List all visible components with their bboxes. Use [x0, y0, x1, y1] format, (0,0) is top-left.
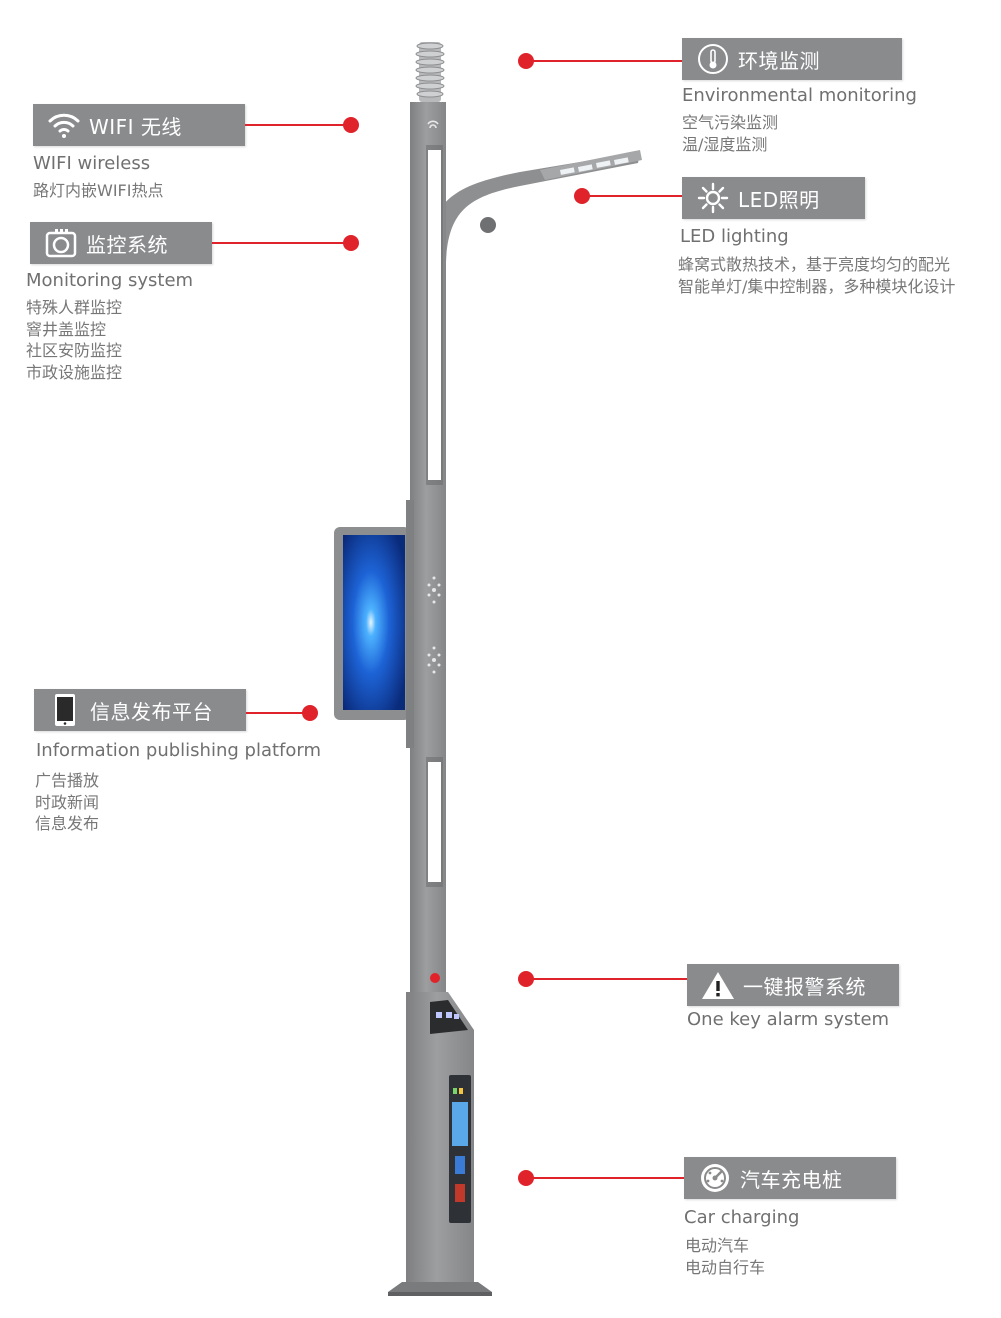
- tablet-icon: [48, 693, 82, 727]
- wifi-title: WIFI 无线: [89, 114, 182, 139]
- info-dot: [302, 705, 318, 721]
- environment-sensor: [415, 42, 445, 102]
- alarm-button: [430, 973, 440, 983]
- monitor-en: Monitoring system: [26, 270, 194, 291]
- monitor-title: 监控系统: [86, 232, 168, 257]
- led-connector: [586, 195, 682, 197]
- charge-title: 汽车充电桩: [740, 1167, 843, 1192]
- monitor-connector: [212, 242, 345, 244]
- info-zh: 广告播放 时政新闻 信息发布: [35, 771, 100, 833]
- info-en: Information publishing platform: [36, 740, 322, 761]
- camera-icon: [44, 226, 78, 260]
- alarm-en: One key alarm system: [687, 1009, 890, 1030]
- env-dot: [518, 53, 534, 69]
- wifi-icon: [47, 108, 81, 142]
- led-title: LED照明: [738, 187, 820, 212]
- wifi-tag: WIFI 无线: [33, 104, 245, 146]
- env-connector: [530, 60, 682, 62]
- wifi-connector: [245, 124, 345, 126]
- wifi-zh: 路灯内嵌WIFI热点: [33, 181, 164, 200]
- warning-icon: [701, 968, 735, 1002]
- info-title: 信息发布平台: [90, 699, 213, 724]
- led-zh: 蜂窝式散热技术，基于亮度均匀的配光 智能单灯/集中控制器，多种模块化设计: [678, 255, 956, 296]
- thermometer-icon: [696, 42, 730, 76]
- led-tag: LED照明: [682, 177, 865, 219]
- alarm-title: 一键报警系统: [743, 974, 866, 999]
- led-en: LED lighting: [680, 226, 789, 247]
- env-en: Environmental monitoring: [682, 85, 917, 106]
- wifi-en: WIFI wireless: [33, 153, 151, 174]
- charge-en: Car charging: [684, 1207, 800, 1228]
- lamp-arm: [428, 152, 640, 262]
- alarm-connector: [530, 978, 687, 980]
- pole-base: [388, 1282, 492, 1292]
- pole-wifi-marker: [427, 120, 439, 129]
- env-title: 环境监测: [738, 48, 820, 73]
- env-tag: 环境监测: [682, 38, 902, 80]
- sun-icon: [696, 181, 730, 215]
- monitor-tag: 监控系统: [30, 222, 212, 264]
- charge-connector: [530, 1177, 684, 1179]
- alarm-tag: 一键报警系统: [687, 964, 899, 1006]
- info-connector: [246, 712, 306, 714]
- led-dot: [574, 188, 590, 204]
- monitor-zh: 特殊人群监控 窨井盖监控 社区安防监控 市政设施监控: [26, 298, 123, 382]
- gauge-icon: [698, 1161, 732, 1195]
- charge-zh: 电动汽车 电动自行车: [685, 1236, 766, 1277]
- display-screen: [343, 535, 405, 710]
- charge-dot: [518, 1170, 534, 1186]
- speaker-grille: [427, 576, 441, 674]
- camera-dome: [480, 217, 496, 233]
- led-panels: [560, 157, 629, 175]
- wifi-dot: [343, 117, 359, 133]
- alarm-dot: [518, 971, 534, 987]
- env-zh: 空气污染监测 温/湿度监测: [682, 113, 779, 154]
- monitor-dot: [343, 235, 359, 251]
- charge-tag: 汽车充电桩: [684, 1157, 896, 1199]
- info-tag: 信息发布平台: [34, 689, 246, 731]
